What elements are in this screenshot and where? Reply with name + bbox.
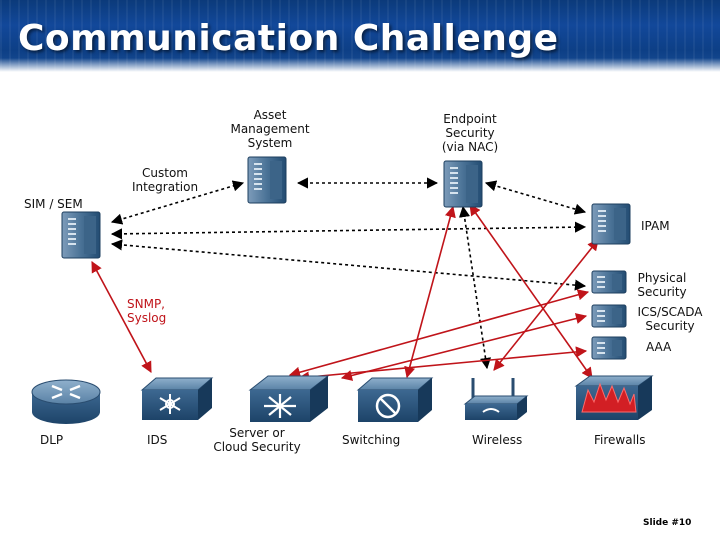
label-ics-scada: ICS/SCADA Security (637, 305, 703, 333)
ids-box-icon (140, 377, 214, 420)
label-switching: Switching (342, 433, 401, 447)
physical-security-server-icon (591, 270, 627, 294)
link-physical-server (288, 289, 590, 378)
dlp-router-icon (31, 379, 101, 424)
aaa-server-icon (591, 336, 627, 360)
link-aaa-server (297, 346, 588, 383)
link-ipam-wireless (493, 239, 599, 371)
link-sim-physical (110, 239, 587, 291)
label-endpoint-security: Endpoint Security (via NAC) (441, 112, 499, 154)
label-aaa: AAA (646, 340, 672, 354)
ics-scada-server-icon (591, 304, 627, 328)
slide-number: Slide #10 (643, 518, 692, 528)
wireless-ap-icon (463, 378, 529, 420)
sim-sem-server-icon (61, 211, 101, 259)
asset-management-server-icon (247, 156, 287, 204)
label-ids: IDS (147, 433, 168, 447)
switching-box-icon (356, 377, 434, 422)
link-sim-ipam (110, 221, 587, 240)
link-endpoint-ipam (484, 180, 587, 215)
label-asset-management: Asset Management System (230, 108, 310, 150)
label-dlp: DLP (40, 433, 64, 447)
endpoint-security-server-icon (443, 160, 483, 208)
black-links (110, 177, 587, 370)
label-snmp-syslog: SNMP, Syslog (127, 297, 167, 325)
label-custom-integration: Custom Integration (131, 166, 199, 194)
link-ics-switching (340, 313, 588, 381)
red-links (91, 204, 599, 383)
link-sim-ids (91, 261, 152, 373)
banner-fade (0, 58, 720, 72)
label-firewalls: Firewalls (594, 433, 646, 447)
ipam-server-icon (591, 203, 631, 245)
label-server-cloud: Server or Cloud Security (213, 426, 301, 454)
firewall-icon (574, 375, 654, 420)
label-ipam: IPAM (641, 219, 670, 233)
label-physical-security: Physical Security (637, 271, 687, 299)
link-sim-asset (110, 180, 245, 225)
server-cloud-security-box-icon (248, 375, 330, 422)
label-wireless: Wireless (472, 433, 523, 447)
slide-title: Communication Challenge (18, 18, 559, 59)
label-sim-sem: SIM / SEM (24, 197, 83, 211)
